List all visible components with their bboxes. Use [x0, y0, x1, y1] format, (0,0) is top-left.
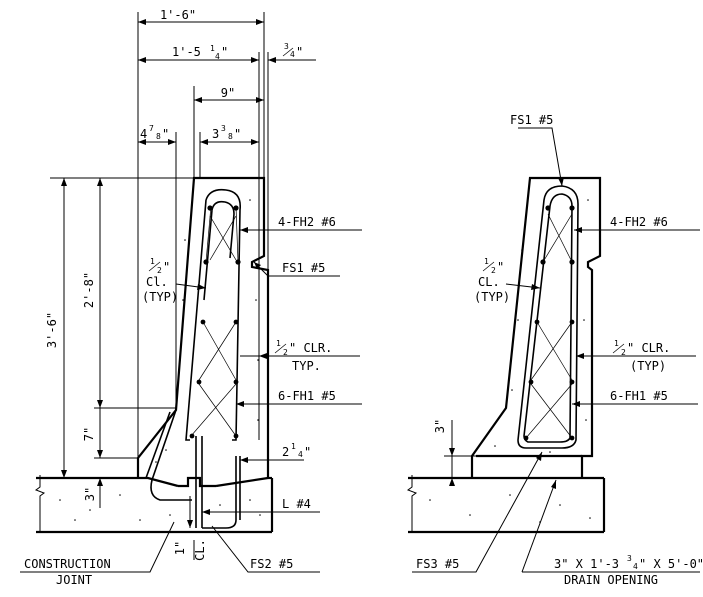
dim-2ft-8in: 2'-8" — [82, 272, 96, 308]
dim-3-3-8in: 3 — [212, 127, 219, 141]
left-dimension-lines — [50, 12, 316, 560]
dim-1ft-6in: 1'-6" — [160, 8, 196, 22]
dim-9in: 9" — [221, 86, 235, 100]
svg-text:8: 8 — [228, 132, 233, 141]
label-drain-size: 3" X 1'-3 — [554, 557, 619, 571]
svg-text:(TYP): (TYP) — [142, 290, 178, 304]
right-section: FS1 #5 4-FH2 #6 1 2 " CL. (TYP) 1 2 " CL… — [406, 113, 703, 587]
svg-text:4: 4 — [215, 52, 220, 61]
label-joint: JOINT — [56, 573, 92, 587]
svg-text:": " — [234, 127, 241, 141]
left-stipple — [59, 199, 261, 521]
svg-text:3: 3 — [221, 124, 226, 133]
left-deck-slab — [34, 475, 274, 534]
dim-3ft-6in: 3'-6" — [45, 312, 59, 348]
svg-text:": " — [221, 45, 228, 59]
dim-cl: CL. — [193, 539, 207, 561]
dim-1ft-5in: 1'-5 — [172, 45, 201, 59]
label-l4: L #4 — [282, 497, 311, 511]
svg-text:" CLR.: " CLR. — [627, 341, 670, 355]
svg-text:": " — [296, 45, 303, 59]
dim-4-7-8in: 4 — [140, 127, 147, 141]
right-deck-slab — [406, 475, 606, 534]
left-rebar-cage — [145, 188, 242, 529]
label-r-clr-typ: 1 — [614, 339, 619, 348]
svg-text:(TYP): (TYP) — [474, 290, 510, 304]
svg-text:1: 1 — [291, 442, 296, 451]
left-barrier-outline — [136, 176, 270, 488]
svg-text:2: 2 — [491, 266, 496, 275]
svg-text:4: 4 — [633, 562, 638, 571]
label-clr-typ: 1 — [276, 339, 281, 348]
svg-text:4: 4 — [290, 50, 295, 59]
right-labels: FS1 #5 4-FH2 #6 1 2 " CL. (TYP) 1 2 " CL… — [416, 113, 703, 587]
label-r-4-fh2: 4-FH2 #6 — [610, 215, 668, 229]
svg-text:3: 3 — [627, 554, 632, 563]
dim-1in: 1" — [173, 541, 187, 555]
label-r-6-fh1: 6-FH1 #5 — [610, 389, 668, 403]
svg-text:": " — [162, 127, 169, 141]
label-4-fh2: 4-FH2 #6 — [278, 215, 336, 229]
svg-text:": " — [163, 260, 170, 274]
label-fs3: FS3 #5 — [416, 557, 459, 571]
svg-text:4: 4 — [298, 450, 303, 459]
svg-text:1: 1 — [210, 44, 215, 53]
svg-text:": " — [304, 445, 311, 459]
svg-text:7: 7 — [149, 124, 154, 133]
svg-text:" X 5'-0": " X 5'-0" — [639, 557, 703, 571]
label-drain-opening: DRAIN OPENING — [564, 573, 658, 587]
left-labels: 1'-6" 1'-5 1 4 " 3 4 " 9" 4 7 8 " 3 3 8 … — [24, 8, 336, 587]
right-rebar-cage — [517, 185, 579, 449]
svg-text:TYP.: TYP. — [292, 359, 321, 373]
svg-text:8: 8 — [156, 132, 161, 141]
svg-text:": " — [497, 260, 504, 274]
svg-text:CL.: CL. — [478, 275, 500, 289]
right-leaders — [412, 127, 700, 573]
label-fs1: FS1 #5 — [282, 261, 325, 275]
right-barrier-outline — [470, 176, 602, 478]
label-r-cl-typ: 1 — [484, 257, 489, 266]
svg-text:2: 2 — [283, 348, 288, 357]
svg-text:2: 2 — [621, 348, 626, 357]
left-section: 1'-6" 1'-5 1 4 " 3 4 " 9" 4 7 8 " 3 3 8 … — [20, 8, 362, 587]
label-r-fs1: FS1 #5 — [510, 113, 553, 127]
left-leaders — [20, 227, 362, 573]
label-6-fh1: 6-FH1 #5 — [278, 389, 336, 403]
label-construction: CONSTRUCTION — [24, 557, 111, 571]
dim-7in: 7" — [82, 427, 96, 441]
svg-text:(TYP): (TYP) — [630, 359, 666, 373]
label-cl-typ: 1 — [150, 257, 155, 266]
svg-text:" CLR.: " CLR. — [289, 341, 332, 355]
svg-text:2: 2 — [157, 266, 162, 275]
dim-r-3in: 3" — [433, 419, 447, 433]
dim-2-1-4in: 2 — [282, 445, 289, 459]
dim-3-4in: 3 — [284, 42, 289, 51]
dim-slab-3in: 3" — [83, 487, 97, 501]
label-fs2: FS2 #5 — [250, 557, 293, 571]
svg-text:Cl.: Cl. — [146, 275, 168, 289]
